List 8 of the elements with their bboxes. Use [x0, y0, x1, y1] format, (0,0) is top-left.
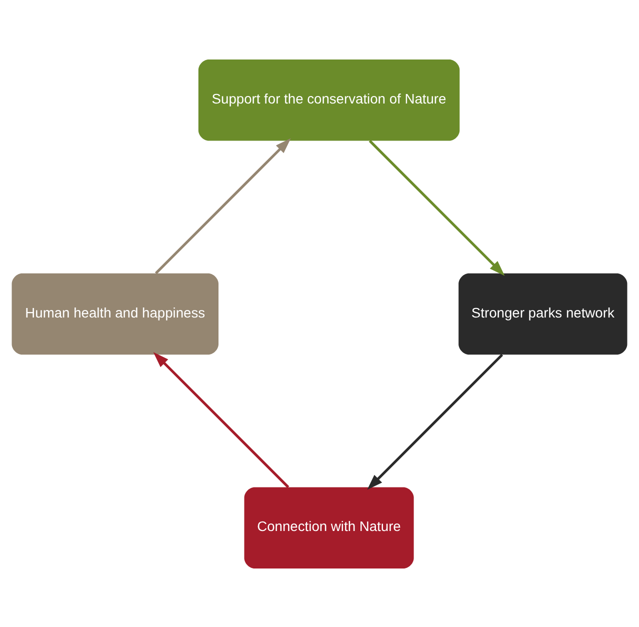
- arrow: [368, 139, 505, 276]
- arrow: [154, 138, 291, 274]
- node-box: Support for the conservation of Nature: [198, 58, 460, 140]
- arrow: [153, 352, 290, 488]
- arrow: [367, 353, 504, 490]
- node-box: Stronger parks network: [458, 272, 628, 354]
- node-box: Connection with Nature: [244, 486, 414, 568]
- node-box: Human health and happiness: [12, 272, 218, 354]
